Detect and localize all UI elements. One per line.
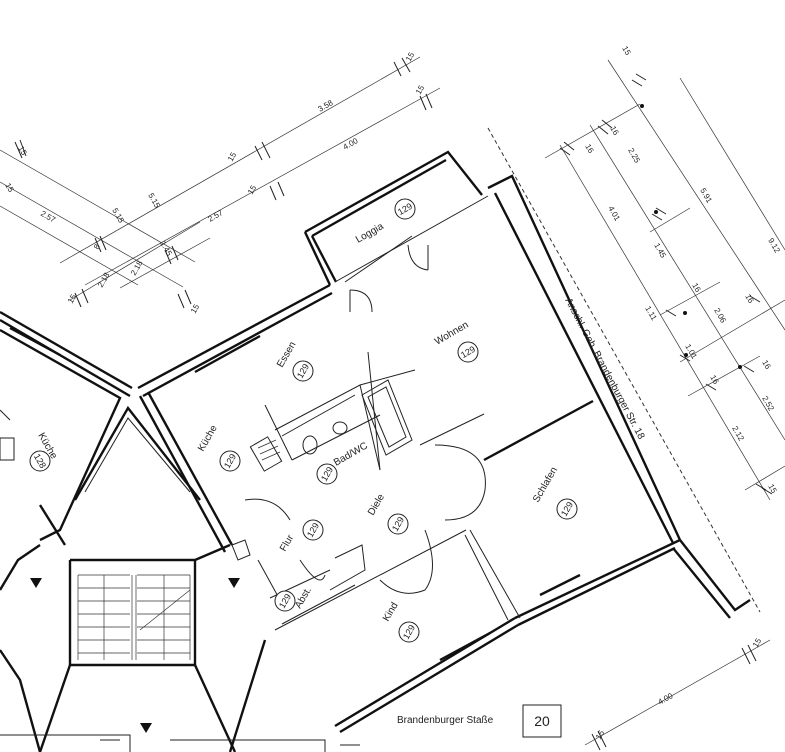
room-kueche-left: Küche 128 [29, 431, 59, 472]
house-number: 20 [534, 713, 550, 729]
room-name: Diele [366, 492, 387, 518]
svg-text:15: 15 [226, 150, 239, 163]
svg-text:2.18: 2.18 [129, 259, 145, 277]
svg-text:16: 16 [760, 359, 773, 372]
room-name: Küche [196, 423, 220, 453]
svg-text:8: 8 [92, 242, 102, 251]
room-name: Kind [381, 601, 401, 624]
svg-text:3.58: 3.58 [317, 98, 335, 114]
room-name: Flur [278, 533, 296, 554]
stairwell [0, 328, 360, 752]
svg-text:15: 15 [404, 50, 417, 63]
room-wohnen: Wohnen 129 [433, 320, 479, 363]
svg-text:2.12: 2.12 [730, 425, 746, 443]
room-kind: Kind 129 [381, 601, 420, 643]
room-name: Loggia [354, 221, 386, 246]
room-schlafen: Schlafen 129 [531, 465, 578, 520]
svg-text:5.91: 5.91 [698, 187, 714, 205]
svg-text:15: 15 [66, 292, 79, 305]
svg-text:15: 15 [189, 302, 202, 315]
svg-text:4.00: 4.00 [342, 136, 360, 152]
svg-text:15: 15 [766, 483, 779, 496]
svg-text:1.11: 1.11 [643, 305, 659, 323]
svg-text:1.45: 1.45 [158, 240, 174, 258]
dimension-lines-bottom [584, 639, 771, 751]
svg-text:4.01: 4.01 [606, 205, 622, 223]
svg-text:2.57: 2.57 [207, 208, 225, 224]
svg-text:15: 15 [751, 636, 764, 649]
address-label: Brandenburger Staße 20 [397, 704, 562, 738]
svg-text:15: 15 [3, 182, 16, 195]
room-name: Schlafen [531, 465, 560, 504]
svg-text:15: 15 [16, 145, 29, 158]
svg-text:5.15: 5.15 [110, 207, 126, 225]
svg-text:16: 16 [708, 374, 721, 387]
svg-text:9.12: 9.12 [766, 237, 782, 255]
room-essen: Essen 129 [275, 340, 314, 382]
room-diele: Diele 129 [366, 492, 409, 535]
room-name: Abst. [293, 585, 314, 610]
svg-text:2.25: 2.25 [626, 147, 642, 165]
dimension-lines-right [544, 59, 785, 501]
dimension-lines-top [0, 56, 441, 309]
svg-text:4.00: 4.00 [657, 691, 675, 707]
svg-text:16: 16 [583, 143, 596, 156]
adjacent-building-note: Anschl. Geb. Brandenburger Str. 18 [562, 296, 646, 441]
svg-text:16: 16 [743, 293, 756, 306]
svg-text:15: 15 [246, 183, 259, 196]
svg-text:1.45: 1.45 [652, 242, 668, 260]
room-bad-wc: Bad/WC 129 [316, 440, 370, 485]
street-name: Brandenburger Staße [397, 715, 494, 726]
room-flur: Flur 129 [278, 519, 324, 554]
svg-text:2.06: 2.06 [712, 307, 728, 325]
room-name: Bad/WC [332, 440, 370, 468]
svg-text:15: 15 [414, 83, 427, 96]
svg-text:2.57: 2.57 [39, 209, 57, 225]
svg-text:5.15: 5.15 [146, 192, 162, 210]
room-abst: Abst. 129 [274, 585, 314, 612]
room-kueche: Küche 129 [196, 423, 241, 472]
walls [0, 127, 761, 734]
svg-text:15: 15 [620, 45, 633, 58]
svg-text:2.18: 2.18 [96, 271, 112, 289]
